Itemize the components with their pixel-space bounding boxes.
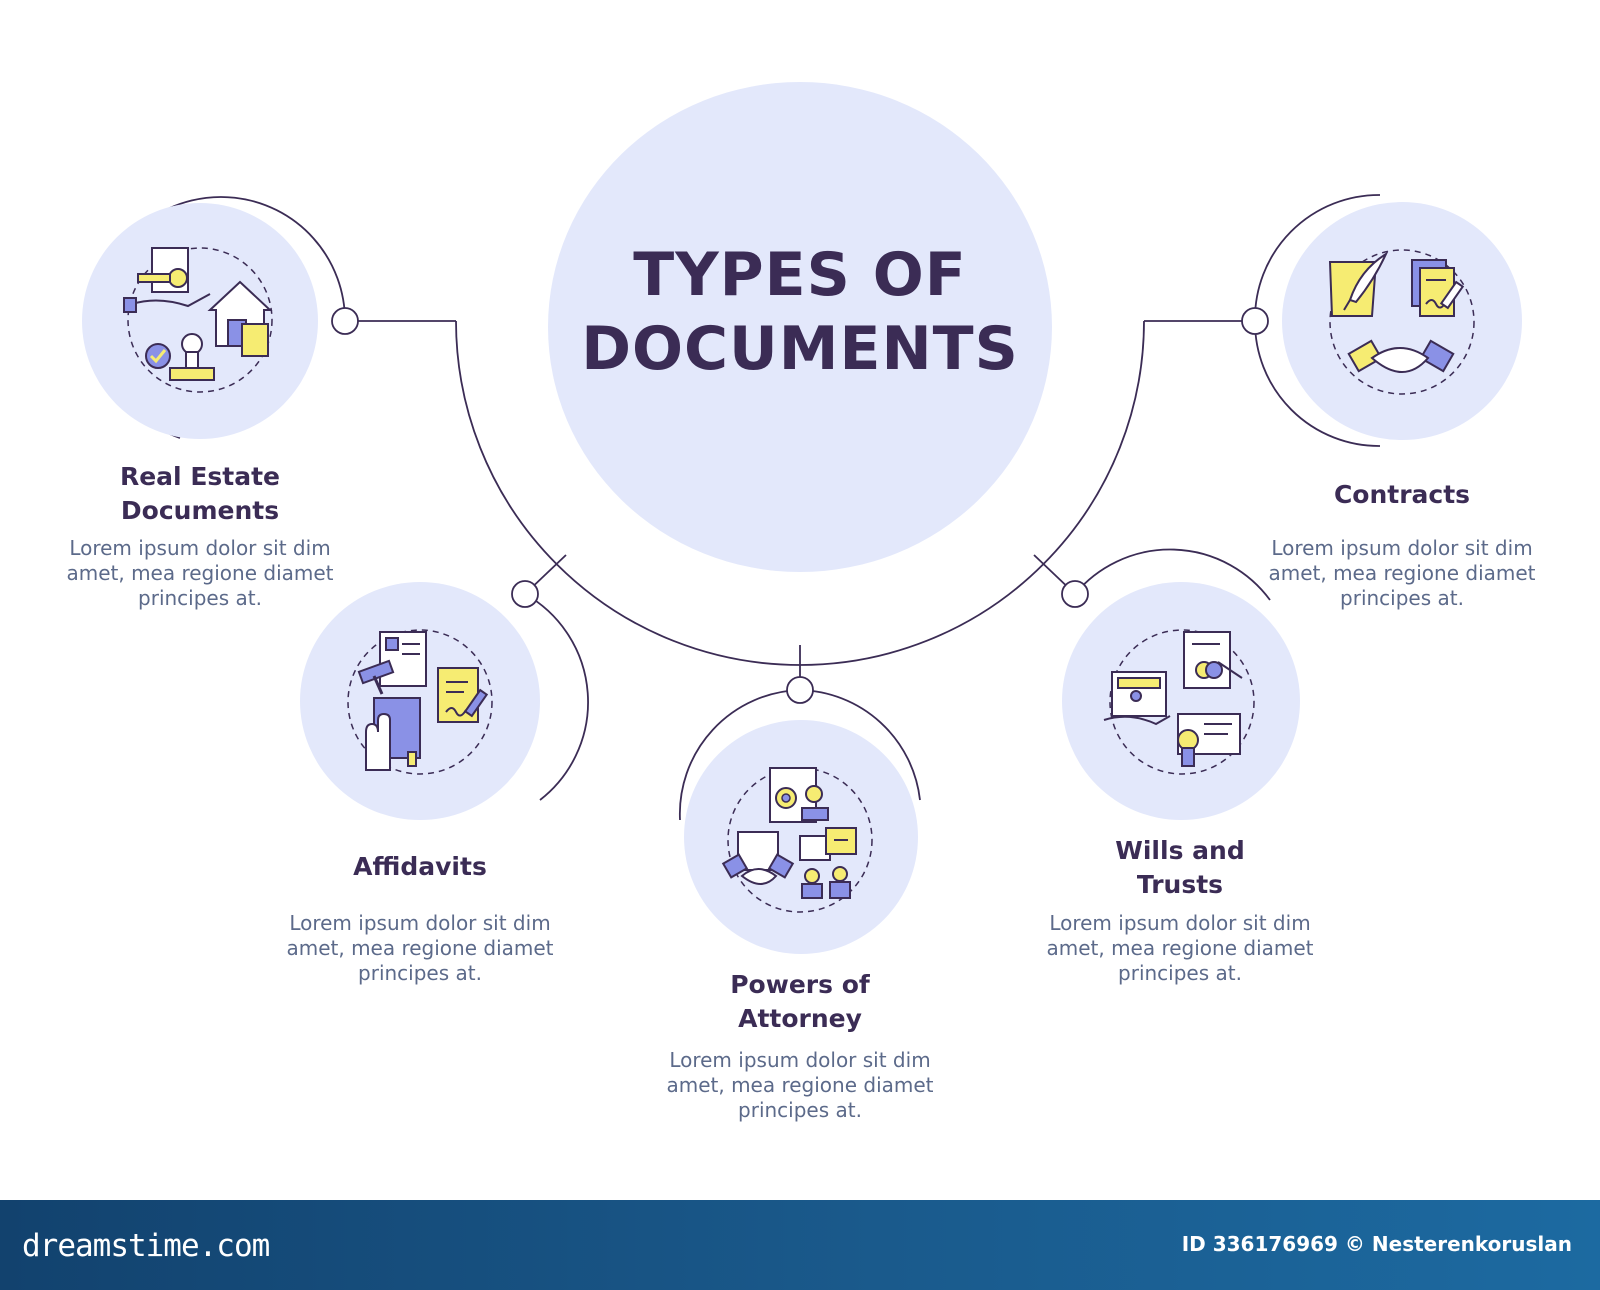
house-icon xyxy=(207,280,273,357)
key-document-icon xyxy=(123,247,211,313)
contracts-icons xyxy=(1328,249,1475,395)
contracts-circle xyxy=(1282,202,1522,440)
real-estate-desc-line-1: Lorem ipsum dolor sit dim xyxy=(69,536,331,560)
powers-of-attorney-label: Powers of Attorney xyxy=(680,968,920,1036)
handshake-icon xyxy=(1347,339,1455,373)
footer-logo[interactable]: dreamstime.com xyxy=(22,1228,270,1264)
powers-of-attorney-description: Lorem ipsum dolor sit dim amet, mea regi… xyxy=(650,1048,950,1123)
affidavits-desc-line-2: amet, mea regione diamet xyxy=(286,936,554,960)
page-title: TYPES OF DOCUMENTS xyxy=(548,238,1052,386)
stamped-document-icon xyxy=(769,767,829,823)
wills-and-trusts-circle xyxy=(1062,582,1300,820)
real-estate-label: Real Estate Documents xyxy=(82,460,318,528)
oath-book-icon xyxy=(365,697,421,771)
contracts-desc-line-2: amet, mea regione diamet xyxy=(1268,561,1536,585)
central-circle xyxy=(548,82,1052,572)
real-estate-description: Lorem ipsum dolor sit dim amet, mea regi… xyxy=(50,536,350,611)
contracts-desc-line-1: Lorem ipsum dolor sit dim xyxy=(1271,536,1533,560)
affidavits-desc-line-3: principes at. xyxy=(358,961,482,985)
wills-and-trusts-label: Wills and Trusts xyxy=(1060,834,1300,902)
powers-of-attorney-icons xyxy=(721,767,873,913)
consultation-icon xyxy=(799,827,857,899)
wills-and-trusts-label-line-1: Wills and xyxy=(1115,836,1245,865)
title-line-1: TYPES OF xyxy=(633,240,967,310)
quill-scroll-icon xyxy=(1328,251,1389,317)
gavel-document-icon xyxy=(357,631,427,695)
real-estate-label-line-2: Documents xyxy=(120,496,280,525)
infographic: TYPES OF DOCUMENTS xyxy=(50,82,1552,1123)
real-estate-icons xyxy=(123,247,273,393)
affidavits-icons xyxy=(347,629,493,775)
document-rings-icon xyxy=(1183,631,1243,689)
footer-bar xyxy=(0,1200,1600,1290)
real-estate-circle xyxy=(82,203,318,439)
checkmark-icon xyxy=(145,343,171,369)
connector-lines xyxy=(96,194,1381,821)
diploma-ribbon-icon xyxy=(1177,713,1241,767)
real-estate-desc-line-3: principes at. xyxy=(138,586,262,610)
affidavits-description: Lorem ipsum dolor sit dim amet, mea regi… xyxy=(270,911,570,986)
affidavits-label: Affidavits xyxy=(300,850,540,884)
contracts-desc-line-3: principes at. xyxy=(1340,586,1464,610)
powers-of-attorney-label-line-1: Powers of xyxy=(730,970,870,999)
powers-of-attorney-label-line-2: Attorney xyxy=(738,1004,862,1033)
certificate-hand-icon xyxy=(1103,671,1171,726)
affidavits-desc-line-1: Lorem ipsum dolor sit dim xyxy=(289,911,551,935)
powers-of-attorney-desc-line-2: amet, mea regione diamet xyxy=(666,1073,934,1097)
contracts-label-line-1: Contracts xyxy=(1333,480,1471,509)
wills-and-trusts-label-line-2: Trusts xyxy=(1136,870,1224,899)
wills-and-trusts-description: Lorem ipsum dolor sit dim amet, mea regi… xyxy=(1030,911,1330,986)
footer-credit: ID 336176969 © Nesterenkoruslan xyxy=(1181,1232,1572,1256)
title-line-2: DOCUMENTS xyxy=(581,314,1019,384)
real-estate-label-line-1: Real Estate xyxy=(119,462,281,491)
handshake-document-icon xyxy=(721,831,795,885)
contracts-label: Contracts xyxy=(1282,478,1522,512)
signed-document-icon xyxy=(437,667,489,723)
stamp-icon xyxy=(169,333,215,381)
contracts-description: Lorem ipsum dolor sit dim amet, mea regi… xyxy=(1252,536,1552,611)
powers-of-attorney-desc-line-3: principes at. xyxy=(738,1098,862,1122)
wills-and-trusts-desc-line-1: Lorem ipsum dolor sit dim xyxy=(1049,911,1311,935)
affidavits-label-line-1: Affidavits xyxy=(353,852,487,881)
signed-document-icon xyxy=(1411,259,1465,317)
powers-of-attorney-desc-line-1: Lorem ipsum dolor sit dim xyxy=(669,1048,931,1072)
wills-and-trusts-desc-line-2: amet, mea regione diamet xyxy=(1046,936,1314,960)
real-estate-desc-line-2: amet, mea regione diamet xyxy=(66,561,334,585)
wills-and-trusts-desc-line-3: principes at. xyxy=(1118,961,1242,985)
wills-and-trusts-icons xyxy=(1103,629,1255,775)
